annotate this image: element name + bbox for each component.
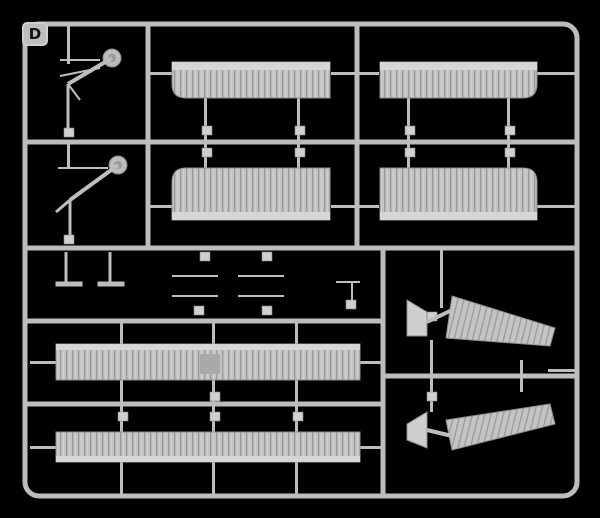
flap-part-1 bbox=[171, 61, 331, 99]
flap-part-4 bbox=[379, 167, 538, 221]
flap-part-5 bbox=[55, 343, 361, 381]
gates bbox=[30, 24, 577, 496]
hinge-arm-part-upper bbox=[59, 48, 122, 128]
flap-part-2 bbox=[379, 61, 538, 99]
hinge-arm-part-lower bbox=[55, 155, 128, 236]
outer-frame bbox=[22, 21, 580, 499]
flap-part-3 bbox=[171, 167, 331, 221]
wing-strut-part-lower bbox=[406, 403, 556, 451]
flap-part-6 bbox=[55, 431, 361, 463]
sprue-letter-badge: D bbox=[22, 22, 48, 46]
inner-runners bbox=[25, 24, 577, 496]
wing-strut-part-upper bbox=[406, 295, 556, 347]
hinge-arm-part-small bbox=[55, 252, 360, 300]
